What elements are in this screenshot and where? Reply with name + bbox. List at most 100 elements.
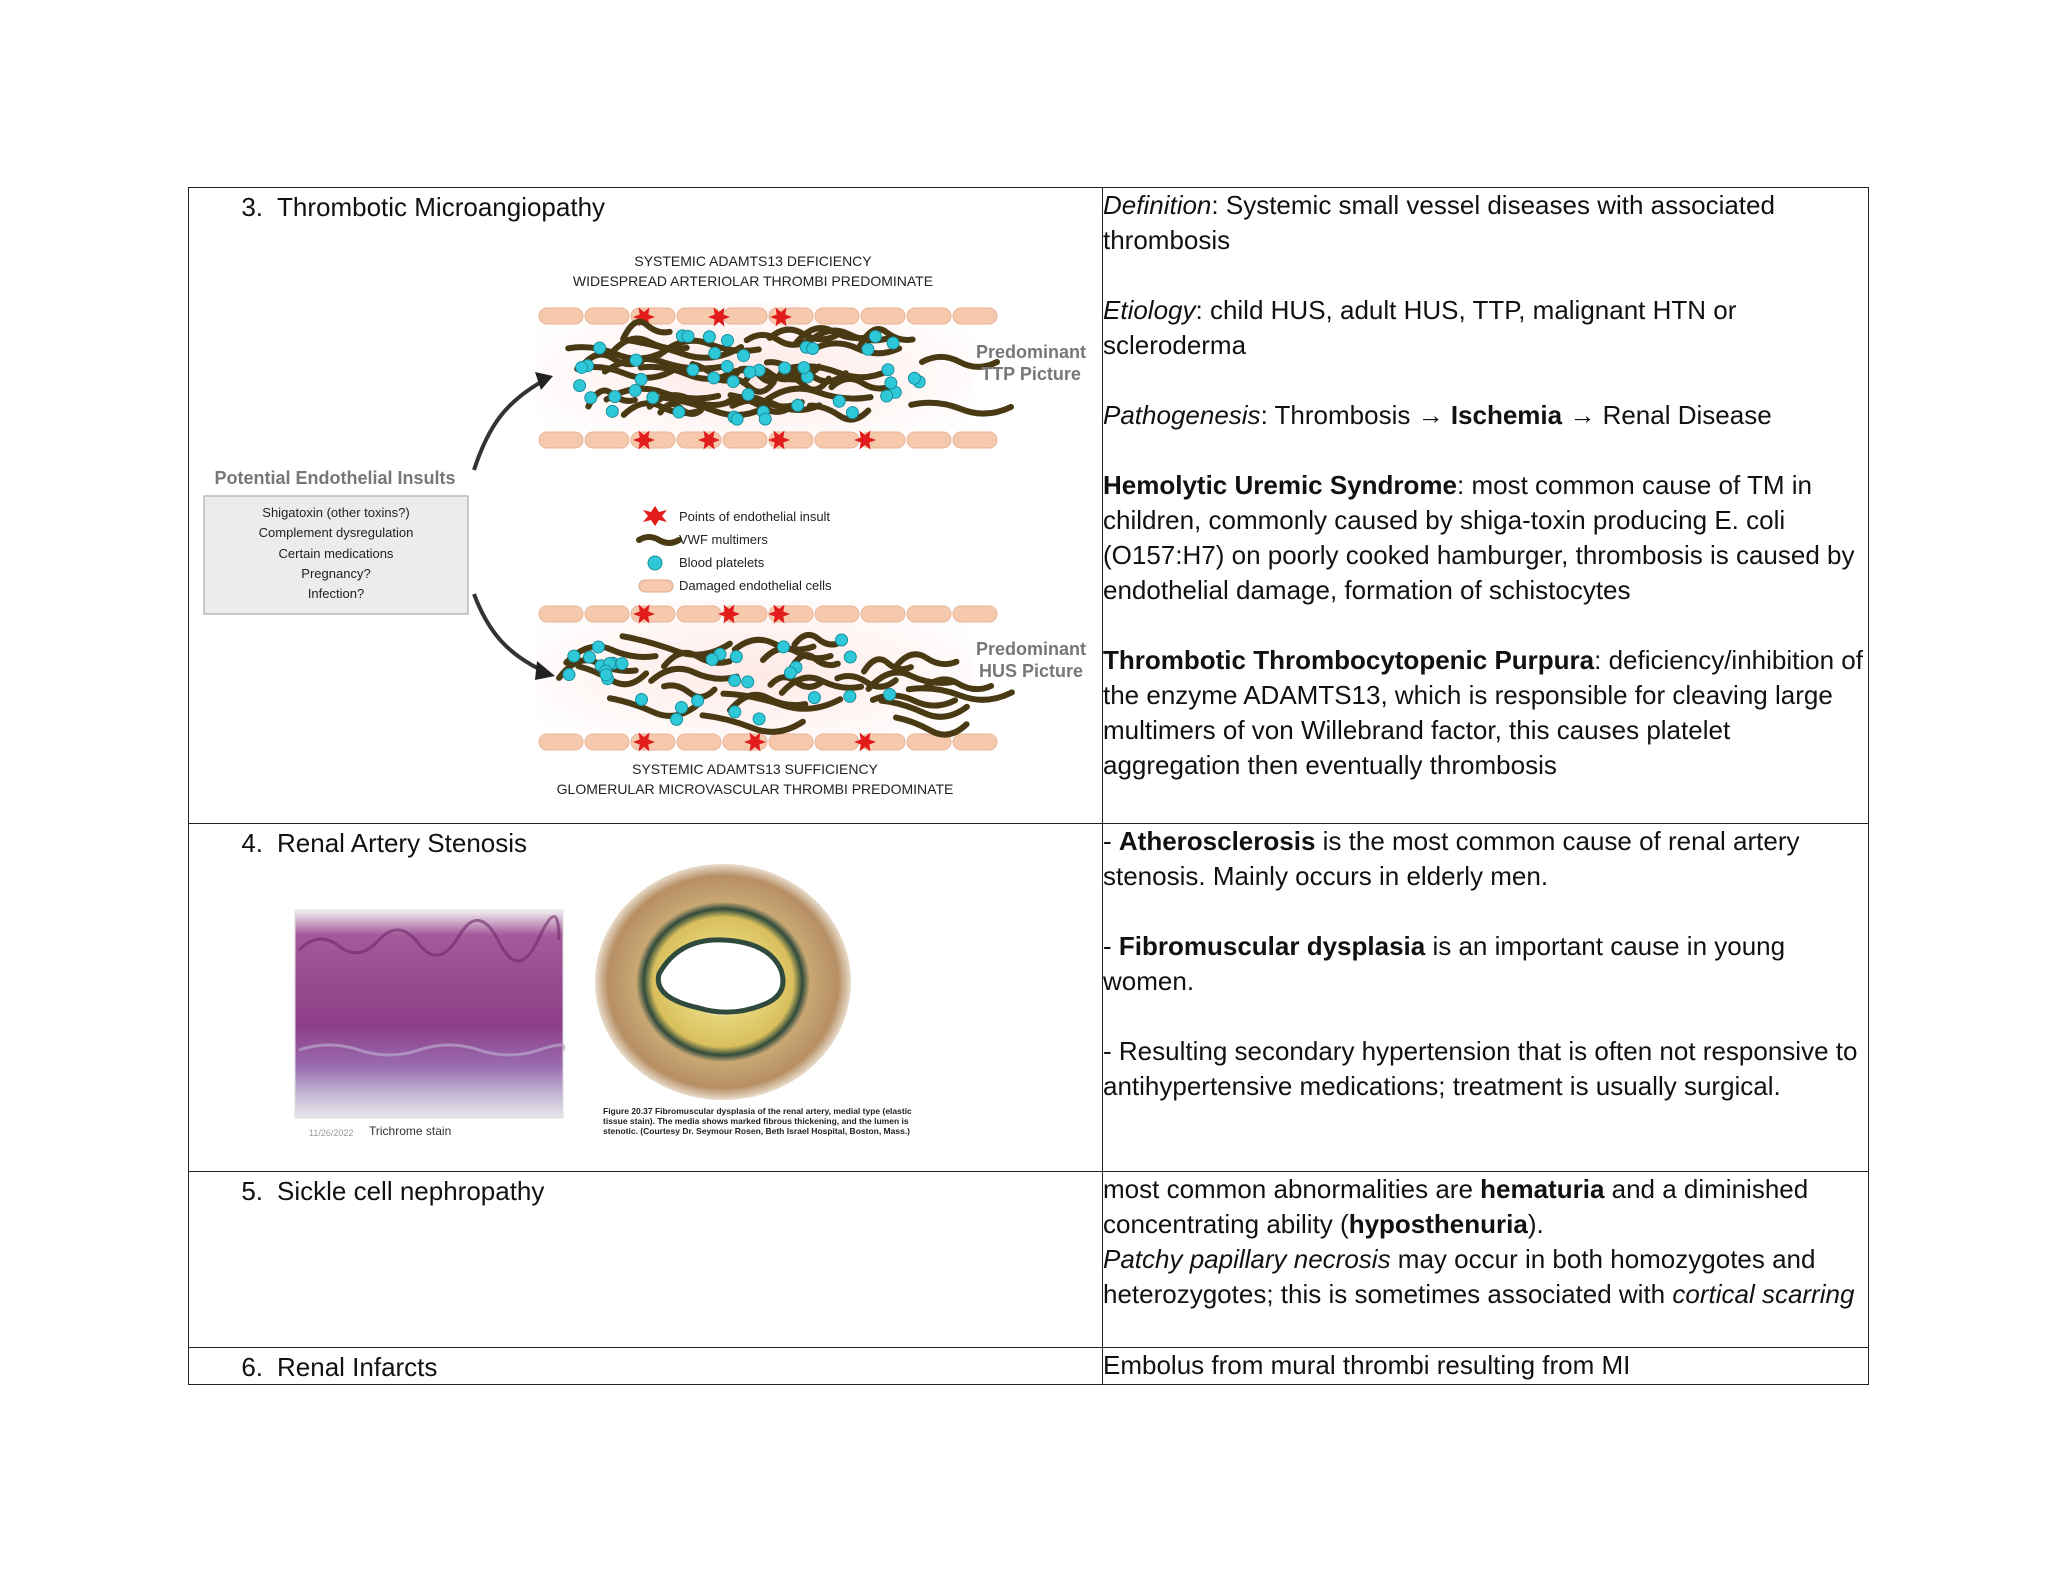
platelet xyxy=(672,405,686,419)
arrow-to-ttp xyxy=(472,380,543,471)
platelet xyxy=(575,360,589,374)
table-row: 6. Renal Infarcts Embolus from mural thr… xyxy=(188,1347,1869,1385)
row-heading: 6. Renal Infarcts xyxy=(189,1348,1102,1384)
row-heading: 4. Renal Artery Stenosis xyxy=(189,824,1102,860)
platelet xyxy=(674,701,688,715)
platelet xyxy=(720,359,734,373)
etiology-label: Etiology xyxy=(1103,295,1196,325)
platelet xyxy=(881,363,895,377)
platelet xyxy=(806,341,820,355)
platelet xyxy=(726,375,740,389)
figure-legend: Points of endothelial insult VWF multime… xyxy=(636,506,832,593)
endothelial-cell xyxy=(538,605,584,623)
platelet xyxy=(886,336,900,350)
platelet xyxy=(593,341,607,355)
platelet xyxy=(635,693,649,707)
endothelial-cell xyxy=(814,307,860,325)
platelet xyxy=(605,404,619,418)
insults-title: Potential Endothelial Insults xyxy=(214,468,455,488)
vwf-multimer xyxy=(918,353,1001,370)
platelet xyxy=(807,691,821,705)
hyposthenuria-text: hyposthenuria xyxy=(1348,1209,1528,1239)
vwf-multimer xyxy=(908,399,1014,417)
vwf-multimer xyxy=(806,402,872,423)
table-row: 3. Thrombotic Microangiopathy SYSTEMIC A… xyxy=(188,187,1869,824)
platelet xyxy=(832,394,846,408)
top-caption-1: SYSTEMIC ADAMTS13 DEFICIENCY xyxy=(634,253,872,269)
platelet xyxy=(835,633,849,647)
platelet xyxy=(737,349,751,363)
insult-star-icon xyxy=(633,732,655,752)
ttp-label-1: Predominant xyxy=(976,342,1086,362)
vwf-multimer xyxy=(648,665,740,684)
endothelial-cell xyxy=(584,733,630,751)
trichrome-image xyxy=(294,909,564,1119)
platelet xyxy=(741,675,755,689)
platelet xyxy=(615,657,629,671)
pathogenesis-text: : Thrombosis xyxy=(1260,400,1418,430)
ras-figures: 11/26/2022 Trichrome stain Figure 20.37 … xyxy=(294,864,912,1138)
vwf-multimer xyxy=(793,325,872,346)
trichrome-texture xyxy=(298,1043,566,1057)
vwf-multimer xyxy=(720,690,844,712)
vwf-multimer xyxy=(860,656,914,675)
ras-text: is the most common cause of renal artery… xyxy=(1103,826,1800,891)
platelet xyxy=(778,361,792,375)
platelet xyxy=(730,412,744,426)
endothelial-cell xyxy=(860,605,906,623)
vwf-multimer xyxy=(563,643,659,666)
platelet xyxy=(720,333,734,347)
hus-label: Hemolytic Uremic Syndrome xyxy=(1103,470,1458,500)
row-heading: 5. Sickle cell nephropathy xyxy=(189,1172,1102,1208)
insults-box xyxy=(203,495,469,615)
insult-item: Shigatoxin (other toxins?) xyxy=(262,505,409,520)
endothelial-cell xyxy=(722,431,768,449)
platelet xyxy=(708,346,722,360)
endothelial-cell xyxy=(584,431,630,449)
vwf-multimer xyxy=(865,669,955,692)
vwf-multimer xyxy=(760,385,874,406)
text-run: and a diminished concentrating ability ( xyxy=(1103,1174,1809,1239)
endothelial-cell xyxy=(768,733,814,751)
vwf-multimer xyxy=(834,672,899,690)
vwf-multimer xyxy=(603,385,722,403)
text-run: most common abnormalities are xyxy=(1103,1174,1481,1204)
legend-label: Damaged endothelial cells xyxy=(679,578,832,593)
vwf-multimer xyxy=(828,375,896,392)
vwf-multimer xyxy=(637,363,739,382)
insult-item: Complement dysregulation xyxy=(259,525,414,540)
endothelial-cell xyxy=(952,431,998,449)
platelet xyxy=(686,363,700,377)
endothelial-cell xyxy=(676,733,722,751)
platelet xyxy=(845,406,859,420)
ttp-text: : deficiency/inhibition of the enzyme AD… xyxy=(1103,645,1863,780)
platelet xyxy=(783,666,797,680)
vwf-multimer xyxy=(893,651,960,669)
vwf-multimer xyxy=(878,697,970,720)
endothelial-cell-icon xyxy=(638,579,674,593)
ttp-label-2: TTP Picture xyxy=(981,364,1081,384)
trichrome-texture xyxy=(297,915,561,963)
vwf-multimer xyxy=(658,394,774,419)
vwf-multimer xyxy=(787,652,841,673)
platelet xyxy=(629,353,643,367)
insult-star-icon xyxy=(633,604,655,624)
row-5-left: 5. Sickle cell nephropathy xyxy=(188,1171,1103,1348)
endothelial-cell xyxy=(676,605,722,623)
platelet xyxy=(843,689,857,703)
platelet xyxy=(705,653,719,667)
ttp-label: Thrombotic Thrombocytopenic Purpura xyxy=(1103,645,1595,675)
platelet xyxy=(880,389,894,403)
hypertension-text: - Resulting secondary hypertension that … xyxy=(1103,1036,1858,1101)
platelet xyxy=(634,372,648,386)
row-5-right: most common abnormalities are hematuria … xyxy=(1102,1171,1869,1348)
sickle-cell-text: most common abnormalities are hematuria … xyxy=(1103,1172,1868,1312)
row-3-right: Definition: Systemic small vessel diseas… xyxy=(1102,187,1869,824)
insult-star-icon xyxy=(744,732,766,752)
platelet xyxy=(758,412,772,426)
vwf-multimer-icon xyxy=(636,534,682,546)
platelet xyxy=(797,361,811,375)
stain-label: Trichrome stain xyxy=(369,1124,451,1138)
legend-label: Points of endothelial insult xyxy=(679,509,830,524)
endothelial-cell xyxy=(584,307,630,325)
